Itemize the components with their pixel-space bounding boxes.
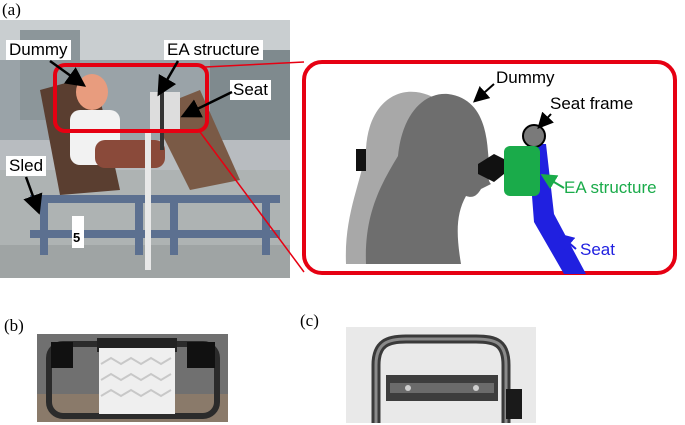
sled-test-photo: 5 Dummy EA structure Seat Sled <box>0 20 290 278</box>
photo-label-seat: Seat <box>230 80 271 100</box>
ea-structure-photo <box>37 334 228 422</box>
schematic-label-dummy: Dummy <box>496 68 555 87</box>
panel-label-b: (b) <box>4 316 24 335</box>
photo-label-ea-structure: EA structure <box>164 40 263 60</box>
panel-label-c: (c) <box>300 311 319 330</box>
seat-frame-photo <box>346 327 536 423</box>
schematic-label-seat-frame: Seat frame <box>550 94 634 113</box>
schematic-label-seat: Seat <box>580 240 615 259</box>
photo-pointer-arrows <box>23 59 233 215</box>
panel-label-a: (a) <box>2 0 21 19</box>
schematic-callout: Dummy Seat frame EA structure Seat <box>302 60 677 275</box>
sled-marker-number: 5 <box>73 230 81 245</box>
photo-label-sled: Sled <box>6 156 47 176</box>
photo-label-dummy: Dummy <box>6 40 71 60</box>
schematic-label-ea-structure: EA structure <box>564 178 657 197</box>
